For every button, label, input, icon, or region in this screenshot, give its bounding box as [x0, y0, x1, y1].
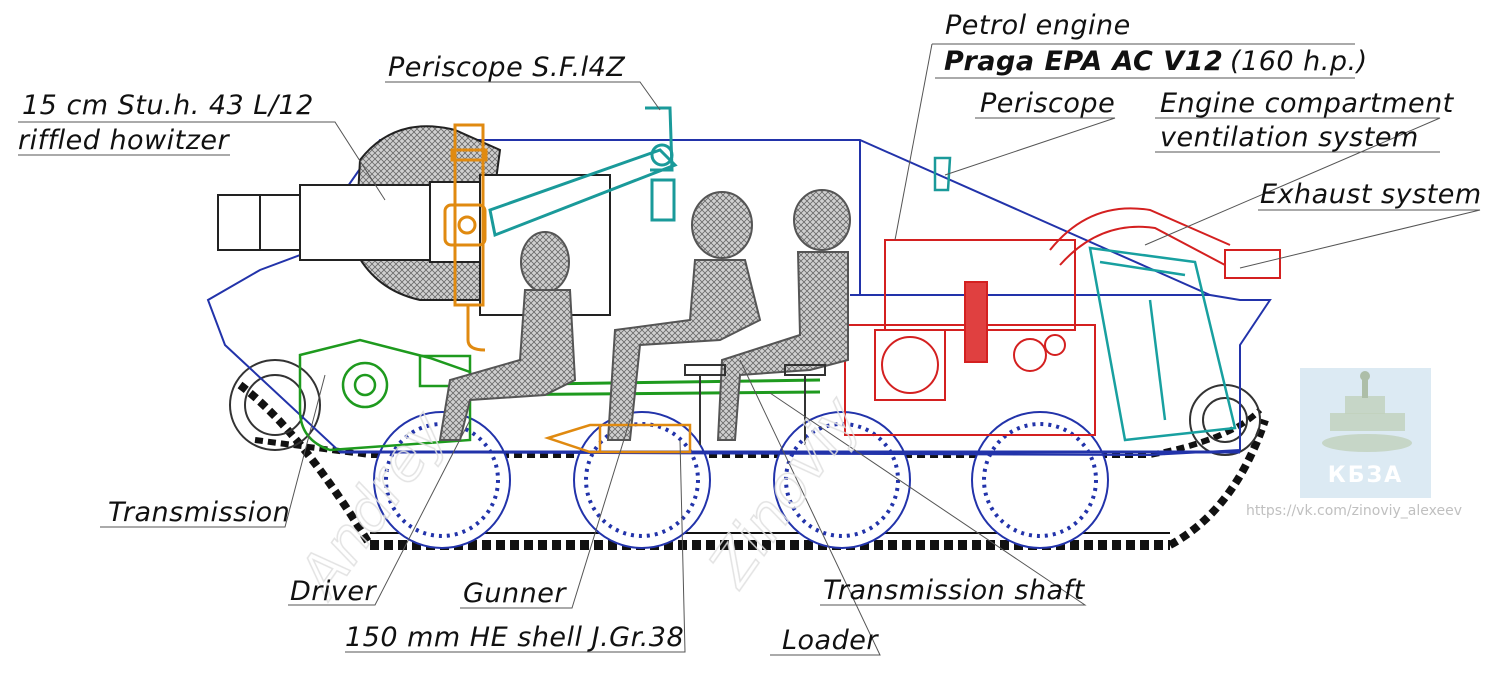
- crew: [438, 189, 851, 441]
- roof-periscope: [933, 156, 952, 192]
- howitzer-barrel: [217, 194, 309, 251]
- engine: [844, 207, 1281, 436]
- label-engine-power: (160 h.p.): [1230, 46, 1368, 77]
- ventilation-system: [1088, 246, 1237, 442]
- label-petrol-engine: Petrol engine: [945, 10, 1131, 41]
- label-he-shell: 150 mm HE shell J.Gr.38: [345, 622, 685, 653]
- label-gunner: Gunner: [463, 578, 566, 609]
- loader-figure: [716, 189, 851, 441]
- seats: [684, 364, 826, 445]
- label-transmission: Transmission: [108, 497, 291, 528]
- label-engine-model: Praga EPA AC V12: [944, 46, 1224, 77]
- label-howitzer-type: riffled howitzer: [18, 125, 230, 156]
- tank-logo-icon: [1322, 371, 1412, 452]
- gun-breech: [443, 123, 488, 352]
- source-url: https://vk.com/zinoviy_alexeev: [1246, 503, 1462, 519]
- label-ventilation-2: ventilation system: [1160, 122, 1419, 153]
- driver-figure: [438, 231, 577, 441]
- label-loader: Loader: [782, 625, 878, 656]
- gunner-figure: [606, 191, 762, 441]
- label-periscope-sf: Periscope S.F.l4Z: [388, 52, 626, 83]
- logo-badge: КБЗА: [1300, 368, 1431, 498]
- track-upper-run: [237, 381, 1269, 549]
- label-transmission-shaft: Transmission shaft: [823, 575, 1085, 606]
- he-shell: [543, 423, 692, 454]
- label-howitzer-name: 15 cm Stu.h. 43 L/12: [22, 90, 314, 121]
- label-ventilation-1: Engine compartment: [1160, 88, 1454, 119]
- logo-text: КБЗА: [1327, 463, 1404, 488]
- label-exhaust: Exhaust system: [1260, 179, 1482, 210]
- label-driver: Driver: [290, 576, 377, 607]
- gun-sight-periscope: [488, 106, 678, 238]
- label-periscope: Periscope: [980, 88, 1116, 119]
- leader-lines: [18, 43, 1481, 656]
- hull: [206, 139, 1272, 457]
